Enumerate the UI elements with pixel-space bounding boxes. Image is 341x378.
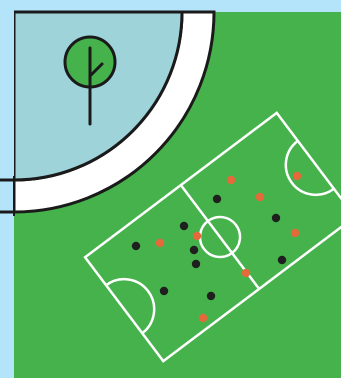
player-team-a — [278, 256, 286, 264]
player-team-a — [160, 287, 168, 295]
player-team-b — [199, 314, 207, 322]
player-team-b — [156, 239, 164, 247]
player-team-a — [213, 195, 221, 203]
player-team-a — [180, 222, 188, 230]
player-team-b — [256, 193, 264, 201]
player-team-a — [207, 292, 215, 300]
player-team-b — [242, 269, 250, 277]
player-team-b — [293, 172, 301, 180]
left-frame-strip — [0, 0, 14, 378]
player-team-b — [193, 232, 201, 240]
player-team-a — [272, 214, 280, 222]
player-team-b — [291, 229, 299, 237]
player-team-a — [192, 260, 200, 268]
player-team-a — [132, 242, 140, 250]
player-team-b — [227, 176, 235, 184]
player-team-a — [190, 246, 198, 254]
